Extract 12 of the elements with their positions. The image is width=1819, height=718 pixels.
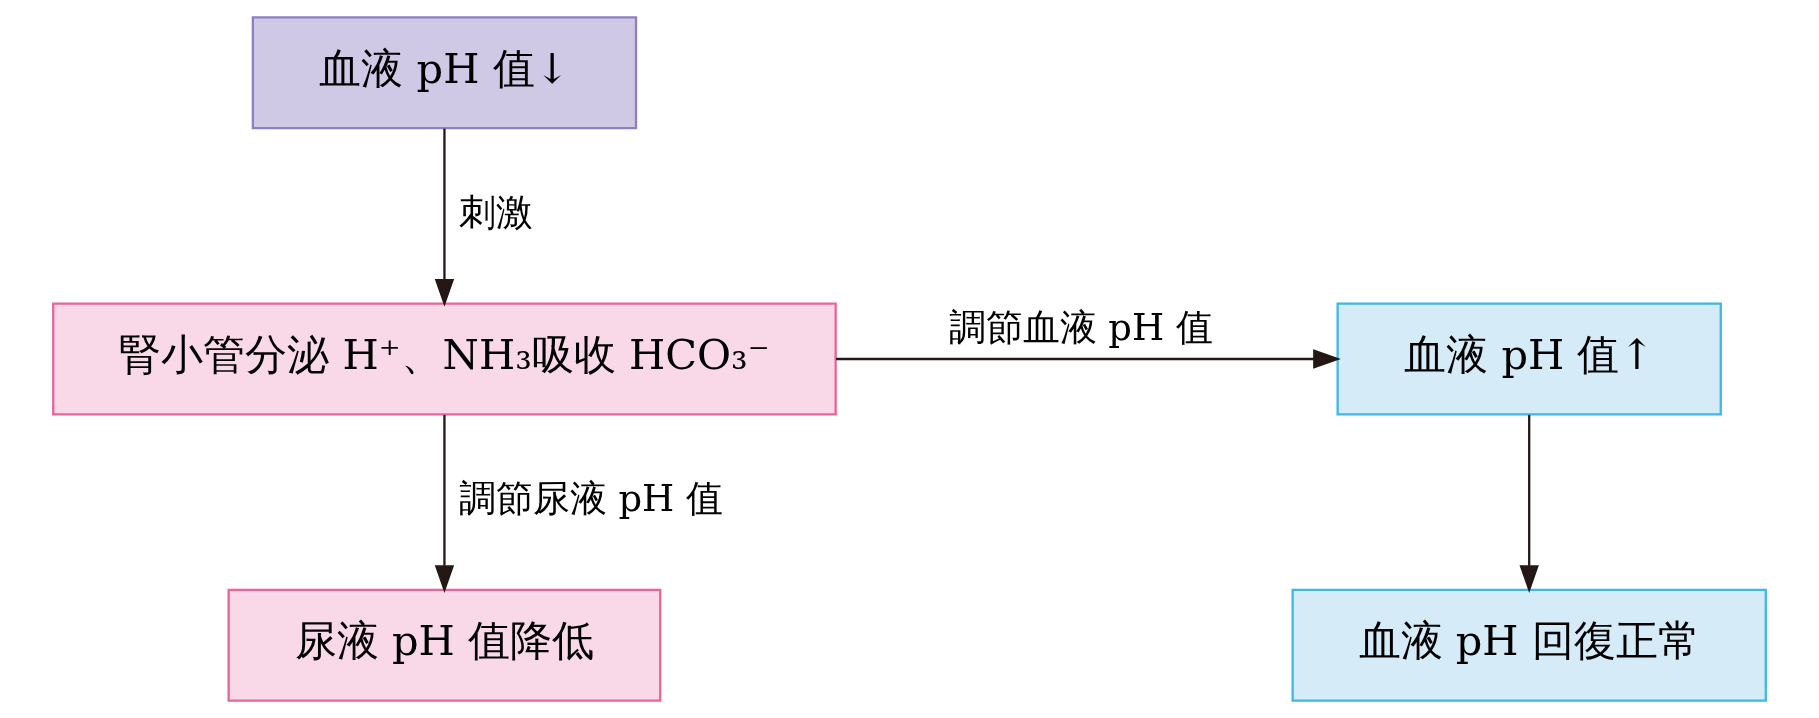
node-box: 血液 pH 值↓ (251, 16, 638, 130)
arrow (434, 414, 455, 593)
node-box: 血液 pH 回復正常 (1291, 588, 1767, 702)
arrow (1519, 414, 1539, 593)
node-box: 尿液 pH 值降低 (227, 588, 662, 702)
arrow (434, 128, 455, 307)
node-box: 血液 pH 值↑ (1336, 302, 1722, 416)
edge-label: 調節血液 pH 值 (948, 306, 1213, 350)
edge-label: 刺激 (459, 190, 534, 234)
edge-label: 調節尿液 pH 值 (458, 476, 724, 520)
arrow (836, 349, 1341, 369)
node-box: 腎小管分泌 H⁺、NH₃吸收 HCO₃⁻ (52, 302, 837, 416)
